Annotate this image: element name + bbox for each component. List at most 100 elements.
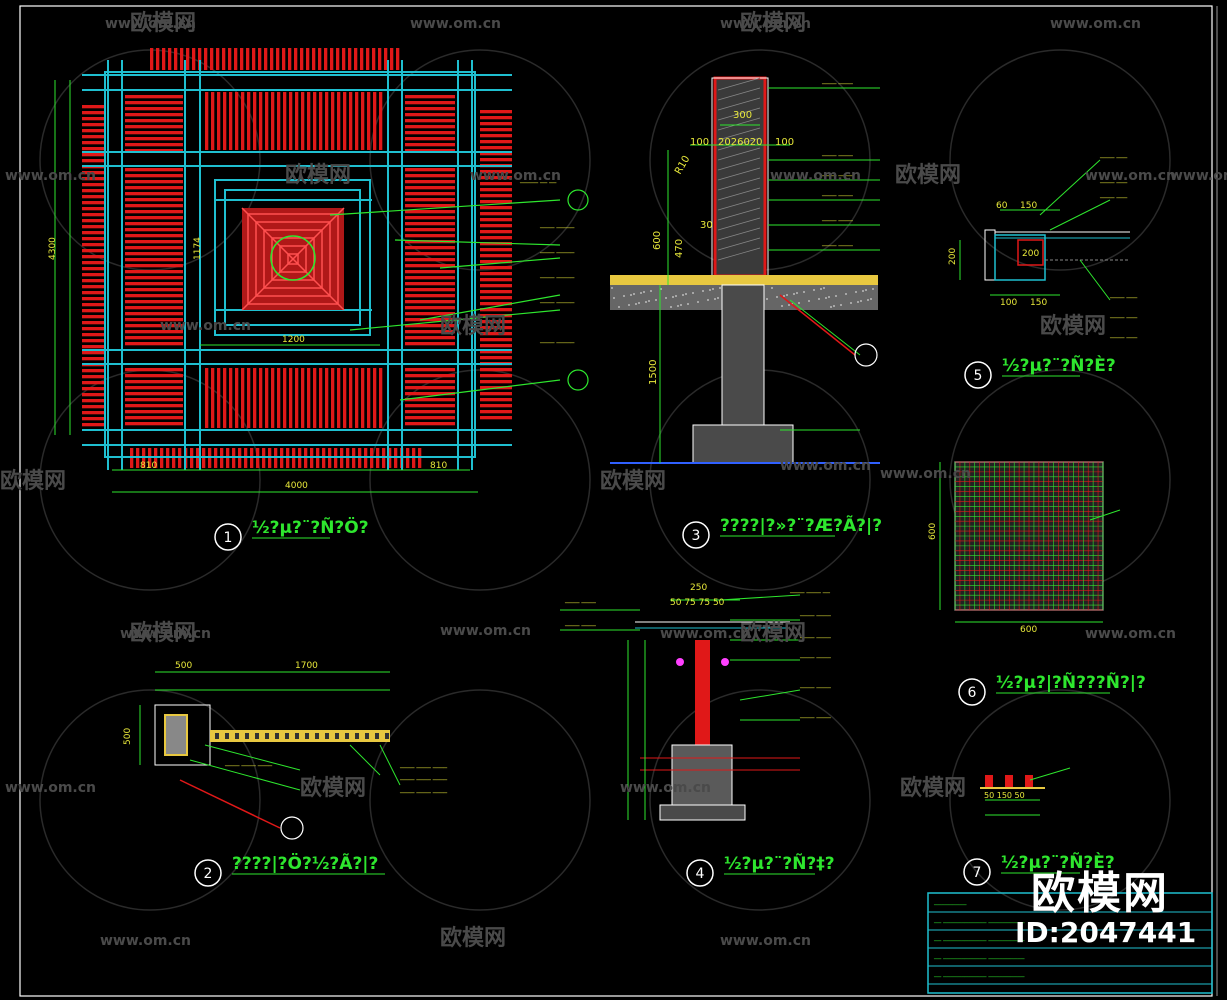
brand-watermark-text: 欧模网: [895, 162, 961, 188]
site-watermark-text: www.om.cn: [120, 626, 211, 642]
svg-text:300: 300: [733, 110, 752, 121]
svg-text:──── ────: ──── ────: [821, 173, 853, 180]
svg-text:──── ───: ──── ───: [1099, 195, 1128, 202]
brand-watermark: 欧模网 ID:2047441: [1015, 869, 1197, 950]
svg-text:──── ───: ──── ───: [1109, 335, 1138, 342]
svg-text:600: 600: [1020, 625, 1037, 635]
brand-watermark-text: 欧模网: [300, 775, 366, 801]
svg-text:──── ────: ──── ────: [821, 193, 853, 200]
svg-text:── ──────────── ──────────: ── ──────────── ──────────: [933, 920, 1025, 927]
svg-text:150: 150: [1020, 201, 1037, 211]
site-watermark-text: www.om.cn: [1170, 168, 1227, 184]
svg-text:──── ──── ────: ──── ──── ────: [399, 790, 448, 797]
svg-text:100: 100: [775, 137, 794, 148]
svg-text:──── ────: ──── ────: [564, 623, 596, 630]
svg-text:──── ─────: ──── ─────: [539, 275, 575, 282]
detail-2-section: 500 1700 500 ──── ──── ──────── ──── ───…: [123, 661, 448, 887]
detail-3-section: 300 100 2026020 100 600 470 30 1500 R10 …: [610, 76, 882, 549]
svg-text:½?µ?¨?Ñ?È?: ½?µ?¨?Ñ?È?: [1002, 353, 1116, 376]
site-watermark-text: www.om.cn: [100, 933, 191, 949]
brand-watermark-text: 欧模网: [600, 468, 666, 494]
svg-text:½?µ?¨?Ñ?‡?: ½?µ?¨?Ñ?‡?: [724, 851, 835, 874]
svg-text:── ──────────── ──────────: ── ──────────── ──────────: [933, 956, 1025, 963]
svg-text:7: 7: [973, 865, 982, 881]
svg-text:──── ───: ──── ───: [1099, 155, 1128, 162]
brand-watermark-text: 欧模网: [285, 162, 351, 188]
svg-text:600: 600: [928, 523, 938, 540]
svg-text:100: 100: [1000, 298, 1017, 308]
svg-text:500: 500: [123, 728, 133, 745]
site-watermark-text: www.om.cn: [1085, 626, 1176, 642]
detail-7-section: 50 150 50 7 ½?µ?¨?Ñ?È?: [963, 767, 1115, 886]
svg-text:──── ──── ────: ──── ──── ────: [399, 777, 448, 784]
svg-text:──── ─────: ──── ─────: [539, 340, 575, 347]
detail-1-plan: 810 810 4000 1200 1174 4300 ───── ── ───…: [48, 48, 589, 551]
detail-5-section: 200 100 150 150 60 200 ──── ─────── ─── …: [948, 155, 1138, 389]
svg-text:50 75 75 50: 50 75 75 50: [670, 598, 725, 608]
svg-text:150: 150: [1030, 298, 1047, 308]
brand-watermark-text: 欧模网: [130, 620, 196, 646]
brand-watermark-text: 欧模网: [740, 10, 806, 36]
detail-6-grid: 600 600 6 ½?µ?|?Ñ???Ñ?|?: [928, 461, 1146, 706]
site-watermark-text: www.om.cn: [720, 933, 811, 949]
site-watermark-text: www.om.cn: [620, 780, 711, 796]
svg-text:───── ── ──: ───── ── ──: [519, 180, 557, 187]
site-watermark-text: www.om.cn: [470, 168, 561, 184]
svg-text:3: 3: [692, 528, 701, 544]
svg-text:1174: 1174: [193, 237, 203, 260]
svg-text:──── ────: ──── ────: [799, 635, 831, 642]
brand-watermark-text: 欧模网: [1040, 313, 1106, 339]
svg-text:──── ──── ────: ──── ──── ────: [399, 765, 448, 772]
svg-text:1700: 1700: [295, 661, 318, 671]
svg-text:6: 6: [968, 685, 977, 701]
svg-text:200: 200: [1022, 249, 1039, 259]
svg-text:──── ───: ──── ───: [1109, 315, 1138, 322]
svg-text:100: 100: [690, 137, 709, 148]
svg-text:1200: 1200: [282, 335, 305, 345]
svg-text:????|?»?¨?Æ?Ã?|?: ????|?»?¨?Æ?Ã?|?: [720, 513, 882, 536]
svg-text:──── ─────: ──── ─────: [539, 300, 575, 307]
brand-id: ID:2047441: [1015, 916, 1197, 950]
svg-text:810: 810: [430, 461, 447, 471]
svg-text:470: 470: [674, 239, 685, 258]
site-watermark-text: www.om.cn: [880, 466, 971, 482]
site-watermark-text: www.om.cn: [5, 780, 96, 796]
site-watermark-text: www.om.cn: [105, 16, 196, 32]
svg-text:1: 1: [224, 530, 233, 546]
svg-text:──── ────: ──── ────: [821, 153, 853, 160]
svg-text:──── ─────: ──── ─────: [539, 225, 575, 232]
svg-text:4300: 4300: [48, 237, 58, 260]
svg-text:──── ────: ──── ────: [799, 655, 831, 662]
svg-text:──── ──── ──: ──── ──── ──: [789, 590, 830, 597]
svg-text:──── ────: ──── ────: [821, 218, 853, 225]
svg-text:──── ────: ──── ────: [564, 600, 596, 607]
svg-text:──── ────: ──── ────: [799, 613, 831, 620]
svg-text:600: 600: [652, 231, 663, 250]
svg-text:2: 2: [204, 866, 213, 882]
svg-text:── ──────────── ──────────: ── ──────────── ──────────: [933, 938, 1025, 945]
brand-watermark-text: 欧模网: [440, 313, 506, 339]
site-watermark-text: www.om.cn: [1085, 168, 1176, 184]
brand-watermark-text: 欧模网: [0, 468, 66, 494]
svg-text:250: 250: [690, 583, 707, 593]
svg-text:60: 60: [996, 201, 1008, 211]
site-watermark-text: www.om.cn: [780, 458, 871, 474]
svg-text:─────────: ─────────: [933, 902, 967, 909]
site-watermark-text: www.om.cn: [440, 623, 531, 639]
site-watermark-text: www.om.cn: [660, 626, 751, 642]
svg-text:5: 5: [974, 368, 983, 384]
svg-text:──── ───: ──── ───: [1099, 180, 1128, 187]
svg-text:½?µ?¨?Ñ?Ö?: ½?µ?¨?Ñ?Ö?: [252, 515, 369, 538]
svg-text:½?µ?¨?Ñ?È?: ½?µ?¨?Ñ?È?: [1001, 850, 1115, 873]
svg-text:4000: 4000: [285, 481, 308, 491]
svg-text:── ──────────── ──────────: ── ──────────── ──────────: [933, 974, 1025, 981]
svg-text:½?µ?|?Ñ???Ñ?|?: ½?µ?|?Ñ???Ñ?|?: [996, 670, 1146, 693]
svg-text:──── ───: ──── ───: [1109, 295, 1138, 302]
svg-text:──── ────: ──── ────: [821, 243, 853, 250]
brand-watermark-text: 欧模网: [440, 925, 506, 951]
svg-text:4: 4: [696, 866, 705, 882]
svg-text:50 150 50: 50 150 50: [984, 791, 1025, 800]
svg-text:──── ─────: ──── ─────: [539, 250, 575, 257]
